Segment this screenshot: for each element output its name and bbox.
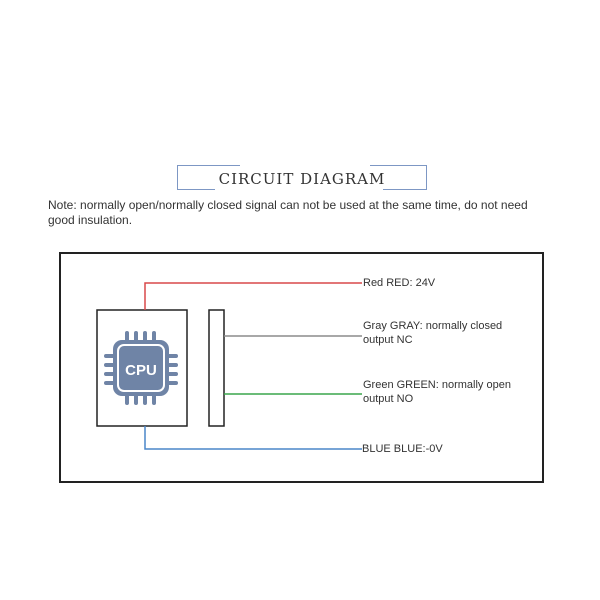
wire-label-gray: Gray GRAY: normally closed output NC — [363, 320, 503, 346]
cpu-chip-icon: CPU — [104, 331, 178, 405]
wire-label-red: Red RED: 24V — [363, 277, 436, 289]
outer-frame — [59, 252, 544, 483]
diagram-title: CIRCUIT DIAGRAM — [218, 170, 386, 188]
wire-blue — [144, 426, 362, 450]
switch-bar — [208, 309, 225, 427]
note-text: Note: normally open/normally closed sign… — [48, 198, 528, 227]
title-frame-gap-bottom — [215, 187, 383, 192]
title-frame-gap-top — [240, 163, 370, 168]
cpu-label: CPU — [125, 362, 157, 379]
wire-red — [144, 282, 362, 310]
wire-label-green: Green GREEN: normally open output NO — [363, 379, 511, 405]
wire-label-blue: BLUE BLUE:-0V — [362, 443, 443, 455]
